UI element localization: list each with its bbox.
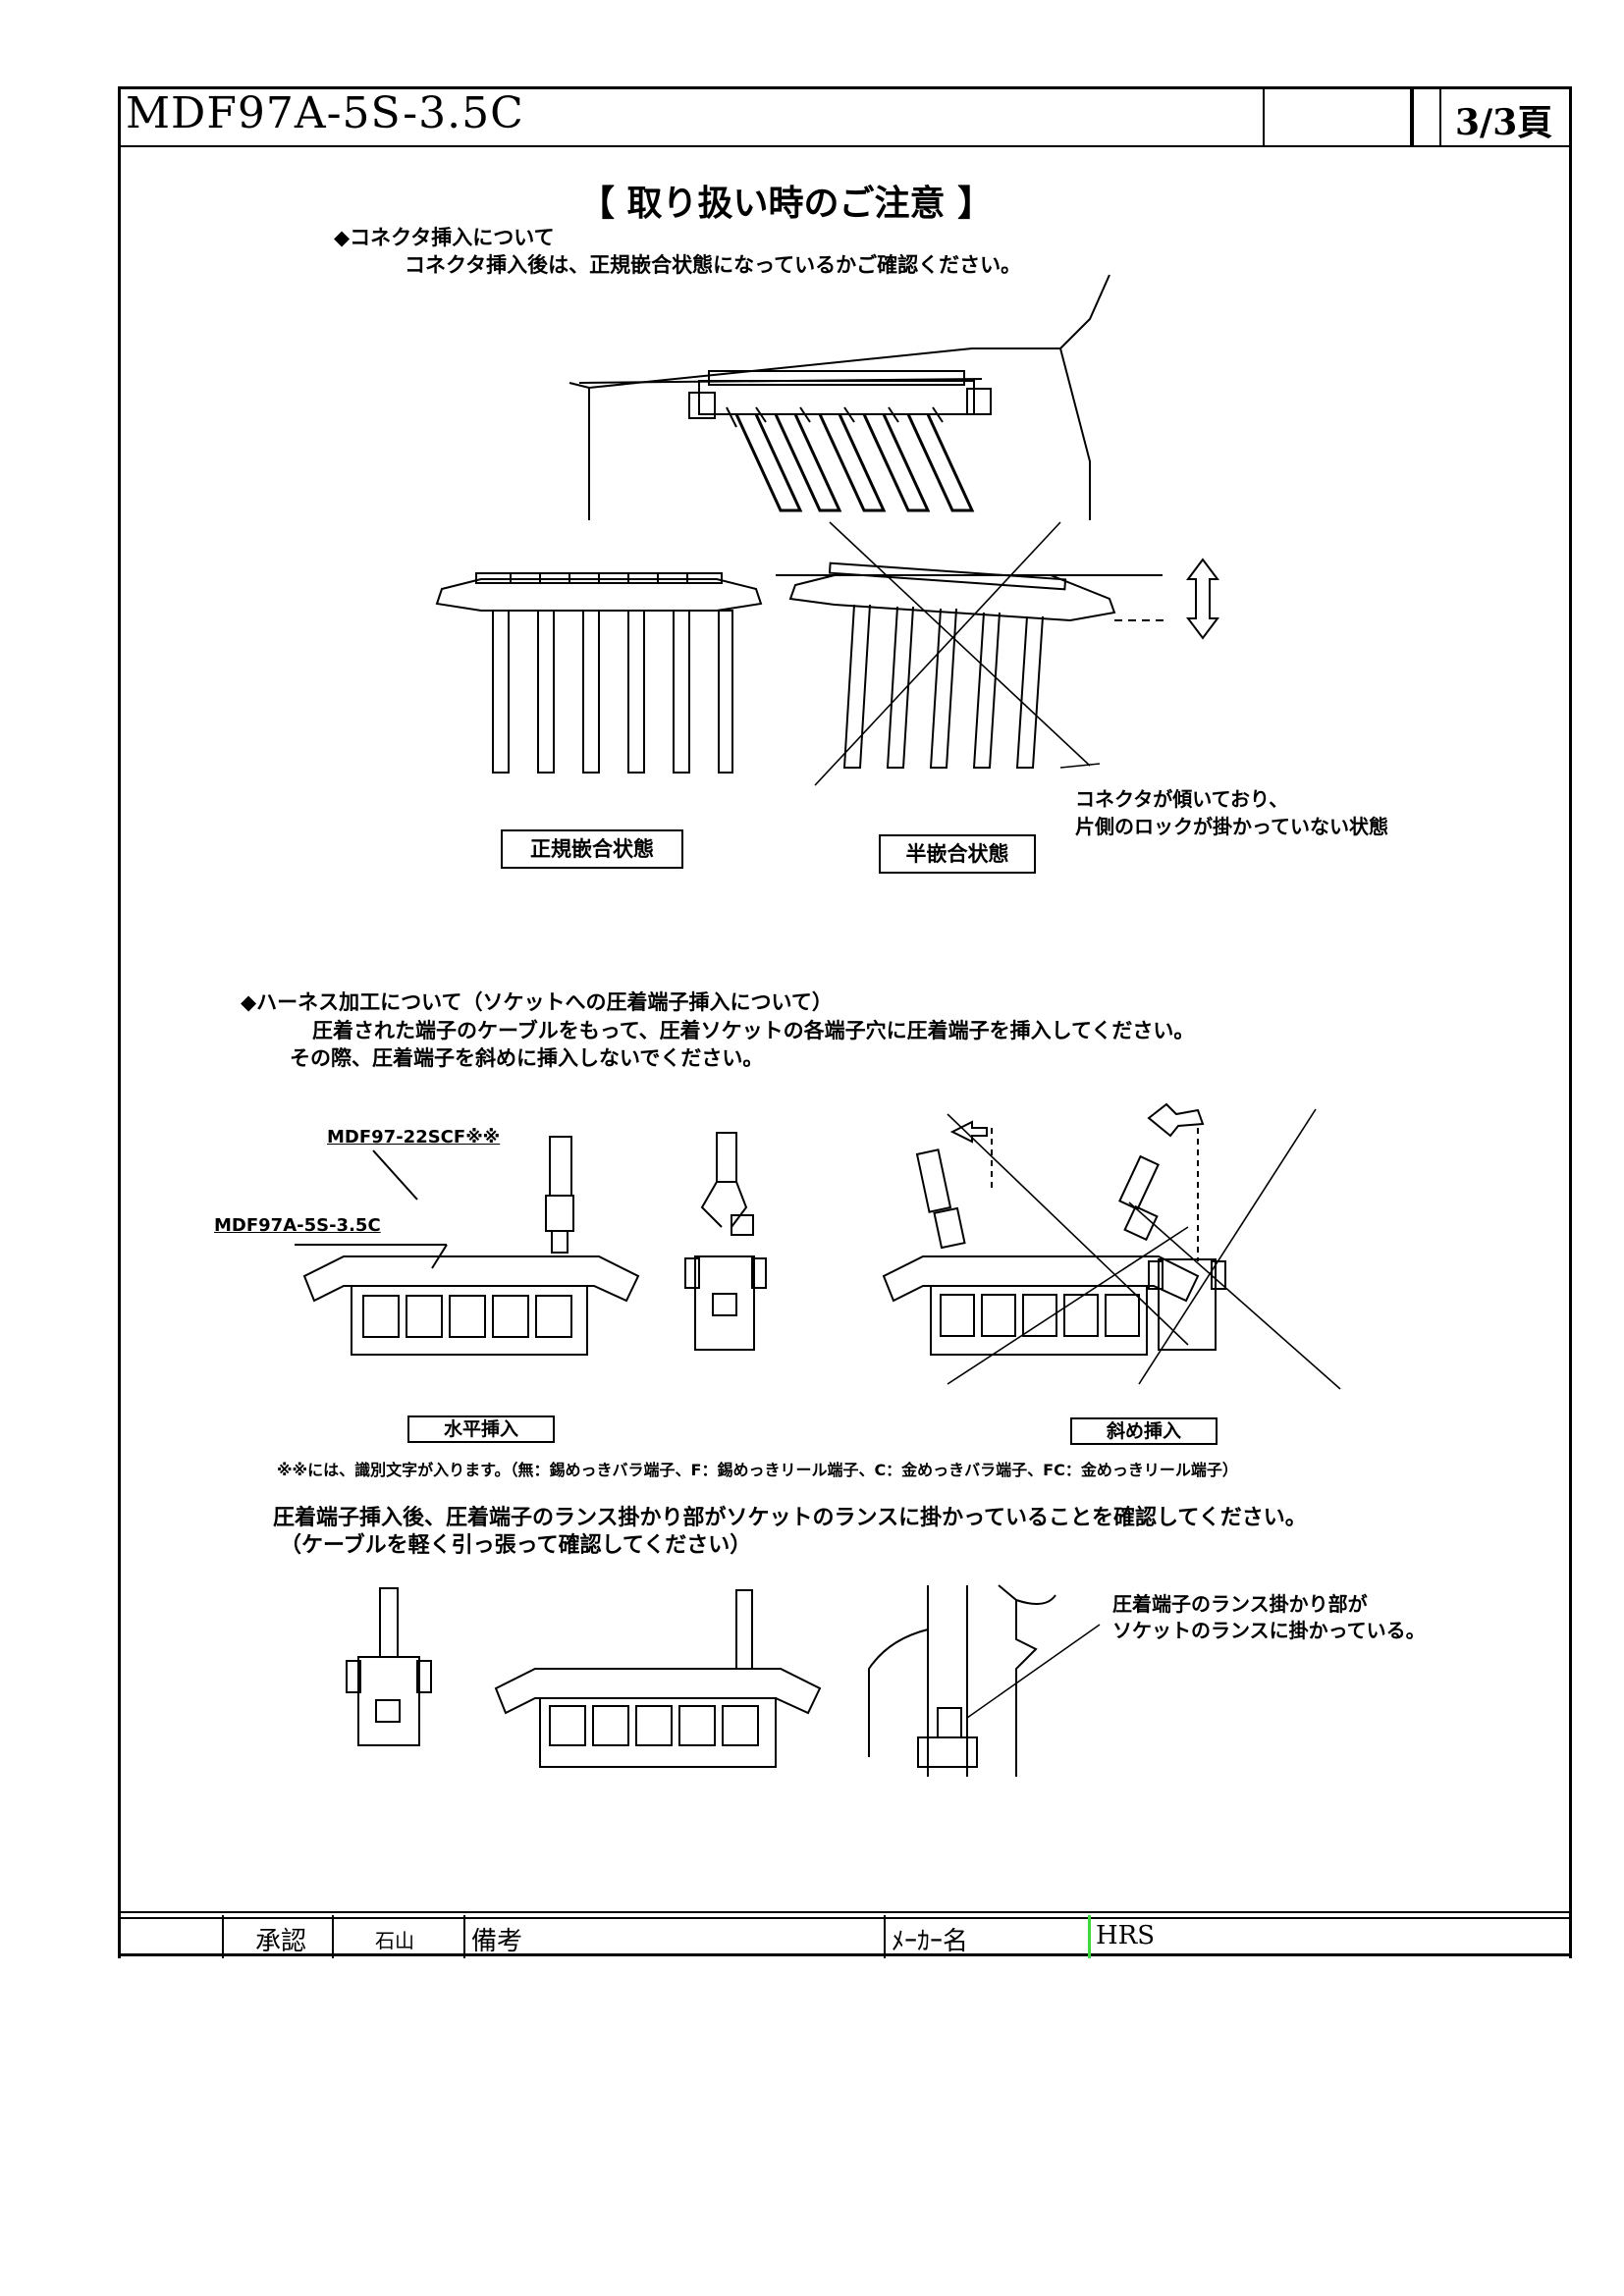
section-heading: 【 取り扱い時のご注意 】: [579, 184, 994, 224]
section1-bullet: ◆コネクタ挿入について: [334, 226, 555, 249]
section1-body: コネクタ挿入後は、正規嵌合状態になっているかご確認ください。: [405, 253, 1022, 277]
identifier-footnote: ※※には、識別文字が入ります。（無：錫めっきバラ端子、F：錫めっきリール端子、C…: [277, 1461, 1238, 1479]
page-number: 3/3頁: [1455, 102, 1553, 143]
page-frame: [118, 86, 1572, 1956]
lance-callout-line1: 圧着端子のランス掛かり部が: [1112, 1592, 1368, 1616]
half-mating-note-line2: 片側のロックが掛かっていない状態: [1075, 815, 1388, 838]
socket-part-label: MDF97A-5S-3.5C: [214, 1215, 381, 1236]
section2-body1: 圧着された端子のケーブルをもって、圧着ソケットの各端子穴に圧着端子を挿入してくだ…: [312, 1019, 1195, 1042]
header-divider: [1439, 86, 1441, 145]
footer-divider: [118, 1915, 121, 1958]
label-horizontal-insertion: 水平挿入: [407, 1415, 555, 1443]
lance-check-drawing: [346, 1584, 1101, 1777]
header-divider: [1410, 86, 1414, 145]
title-block-footer: 承認 石山 備考 ﾒｰｶｰ名 HRS: [118, 1911, 1572, 1958]
connector-on-board-drawing: [568, 274, 1110, 520]
section2-body2: その際、圧着端子を斜めに挿入しないでください。: [290, 1046, 764, 1070]
label-half-mating: 半嵌合状態: [879, 834, 1036, 874]
correct-mating-drawing: [435, 572, 763, 774]
approval-label: 承認: [255, 1927, 307, 1956]
maker-name: HRS: [1096, 1921, 1156, 1950]
remarks-label: 備考: [471, 1927, 523, 1956]
section3-body1: 圧着端子挿入後、圧着端子のランス掛かり部がソケットのランスに掛かっていることを確…: [273, 1506, 1307, 1530]
maker-label: ﾒｰｶｰ名: [892, 1927, 969, 1956]
footer-rule: [118, 1917, 1572, 1919]
label-oblique-insertion: 斜め挿入: [1070, 1417, 1218, 1445]
document-title: MDF97A-5S-3.5C: [126, 88, 524, 138]
footer-divider: [463, 1915, 465, 1958]
header-divider: [1263, 86, 1265, 145]
terminal-part-label: MDF97-22SCF※※: [327, 1127, 501, 1148]
footer-rule: [118, 1911, 1572, 1913]
half-mating-drawing: [776, 521, 1219, 786]
section3-body2: （ケーブルを軽く引っ張って確認してください）: [280, 1533, 752, 1558]
horizontal-insertion-drawing: [295, 1132, 767, 1356]
section2-bullet: ◆ハーネス加工について（ソケットへの圧着端子挿入について）: [241, 990, 833, 1014]
lance-callout-line2: ソケットのランスに掛かっている。: [1112, 1619, 1426, 1642]
footer-divider: [1088, 1915, 1091, 1958]
footer-divider: [332, 1915, 334, 1958]
footer-divider: [1569, 1915, 1572, 1958]
oblique-insertion-drawing: [882, 1102, 1341, 1390]
approver-name: 石山: [375, 1929, 414, 1952]
label-correct-mating: 正規嵌合状態: [501, 829, 683, 869]
half-mating-note-line1: コネクタが傾いており、: [1075, 787, 1289, 811]
title-block-header: MDF97A-5S-3.5C 3/3頁: [118, 86, 1572, 147]
footer-divider: [222, 1915, 224, 1958]
footer-divider: [884, 1915, 886, 1958]
